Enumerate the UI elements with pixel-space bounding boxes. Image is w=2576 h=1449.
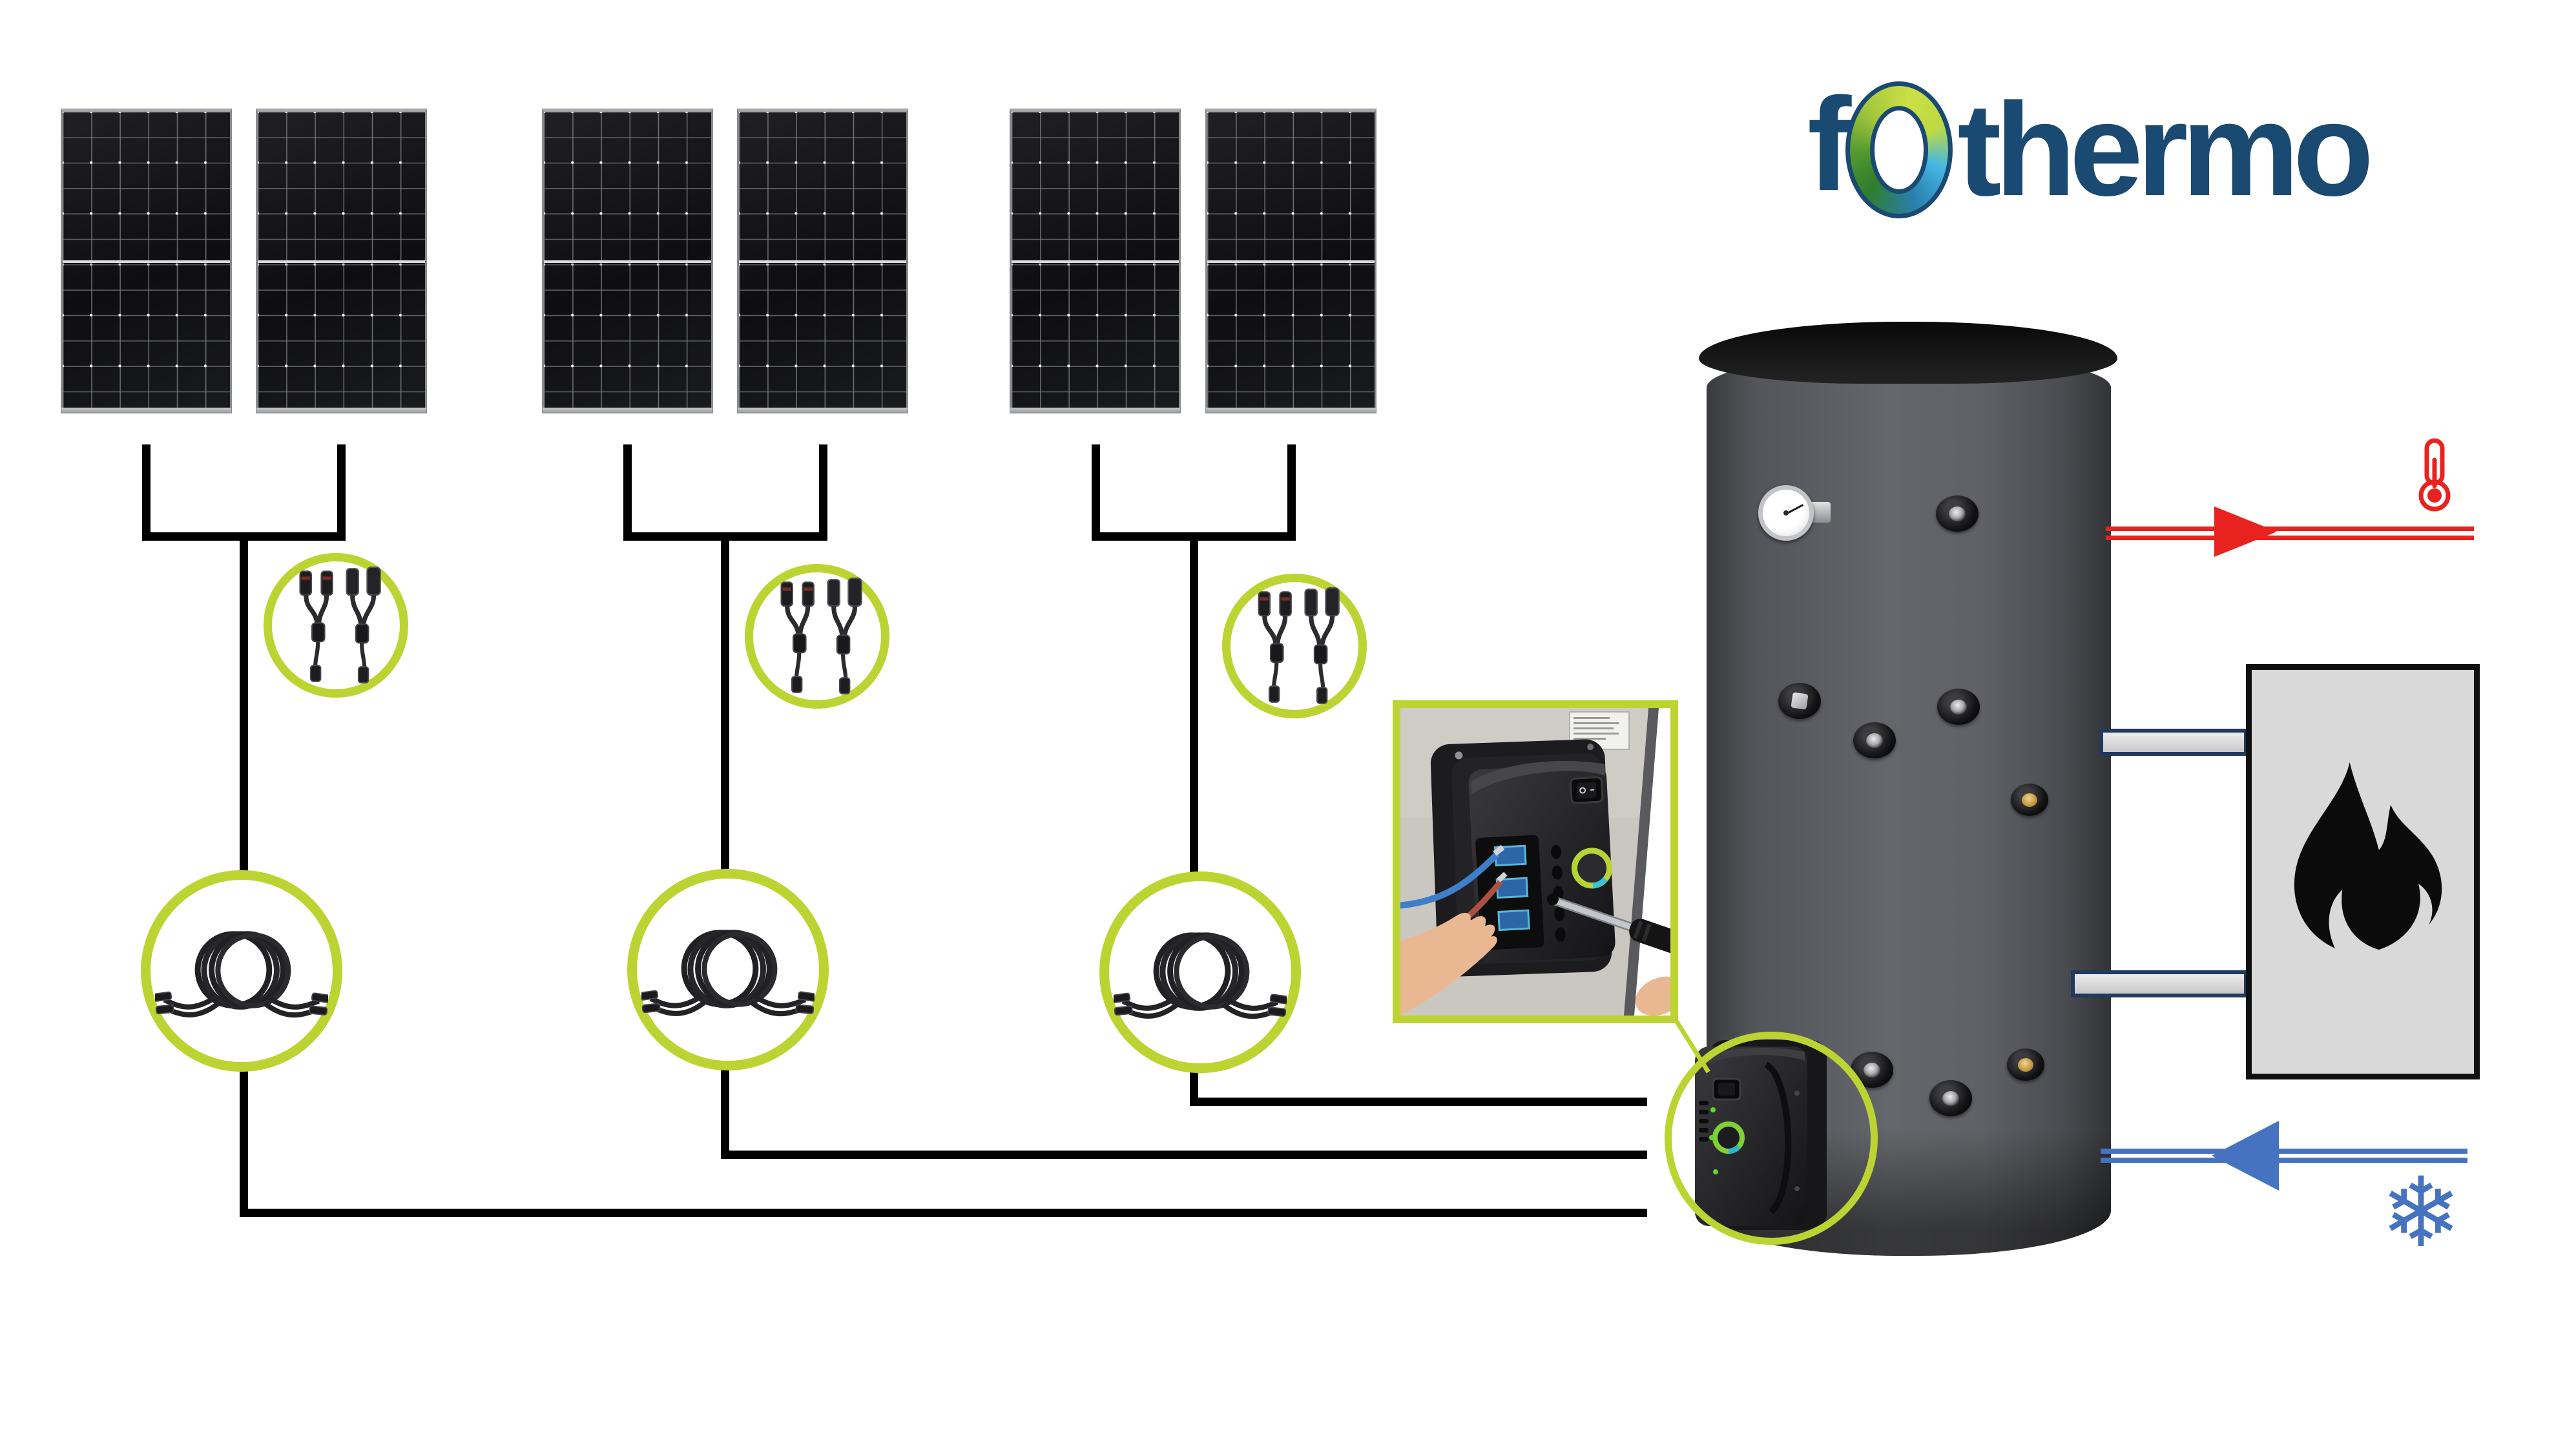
string-wire [721,1151,1647,1159]
tank-port-brass [2011,784,2048,816]
string-wire [1092,444,1100,536]
logo-text-thermo: thermo [1957,76,2374,224]
thermometer-icon [2418,438,2451,512]
thermometer-gauge [1758,485,1814,541]
cold-water-line [2101,1149,2467,1154]
y-branch-connector-icon [1222,574,1367,718]
string-wire [142,444,151,536]
solar-panel [256,109,427,413]
install-photo-inset [1393,700,1678,1023]
string-wire [1190,1098,1647,1106]
hot-water-line [2106,526,2474,531]
boiler-pipe-upper [2099,729,2248,756]
tank-port [1851,1052,1893,1088]
extension-cable-coil-icon [141,870,342,1072]
boiler-pipe-lower [2071,970,2248,997]
hot-water-arrow [2214,506,2277,557]
solar-panel [1010,109,1181,413]
solar-panel [1205,109,1376,413]
tank-port [1936,495,1979,532]
storage-tank-top-cap [1699,322,2117,384]
solar-panel [737,109,908,413]
extension-cable-coil-icon [1099,871,1301,1073]
tank-port [1853,722,1896,758]
solar-panel [542,109,713,413]
heating-element-highlight-circle [1665,1032,1878,1245]
cold-water-line [2101,1158,2467,1163]
string-wire [337,444,346,536]
string-wire [623,444,632,536]
tank-port [1937,689,1980,725]
string-wire [1287,444,1296,536]
snowflake-icon: ❄ [2380,1157,2462,1269]
logo-o-swirl-icon [1845,81,1953,218]
extension-cable-coil-icon [627,869,829,1070]
fothermo-logo: f thermo [1807,70,2374,227]
logo-text-f: f [1807,70,1851,218]
tank-port-brass [2007,1048,2044,1081]
tank-port [1929,1080,1972,1116]
y-branch-connector-icon [264,553,408,698]
auxiliary-boiler-box [2246,664,2480,1079]
y-branch-connector-icon [745,564,889,709]
solar-panel [61,109,232,413]
flame-icon [2294,762,2442,950]
tank-port-square-plug [1778,683,1821,719]
string-wire [819,444,827,536]
hot-water-line [2106,536,2474,540]
cold-water-arrow [2212,1121,2279,1191]
string-wire [240,1209,1647,1217]
